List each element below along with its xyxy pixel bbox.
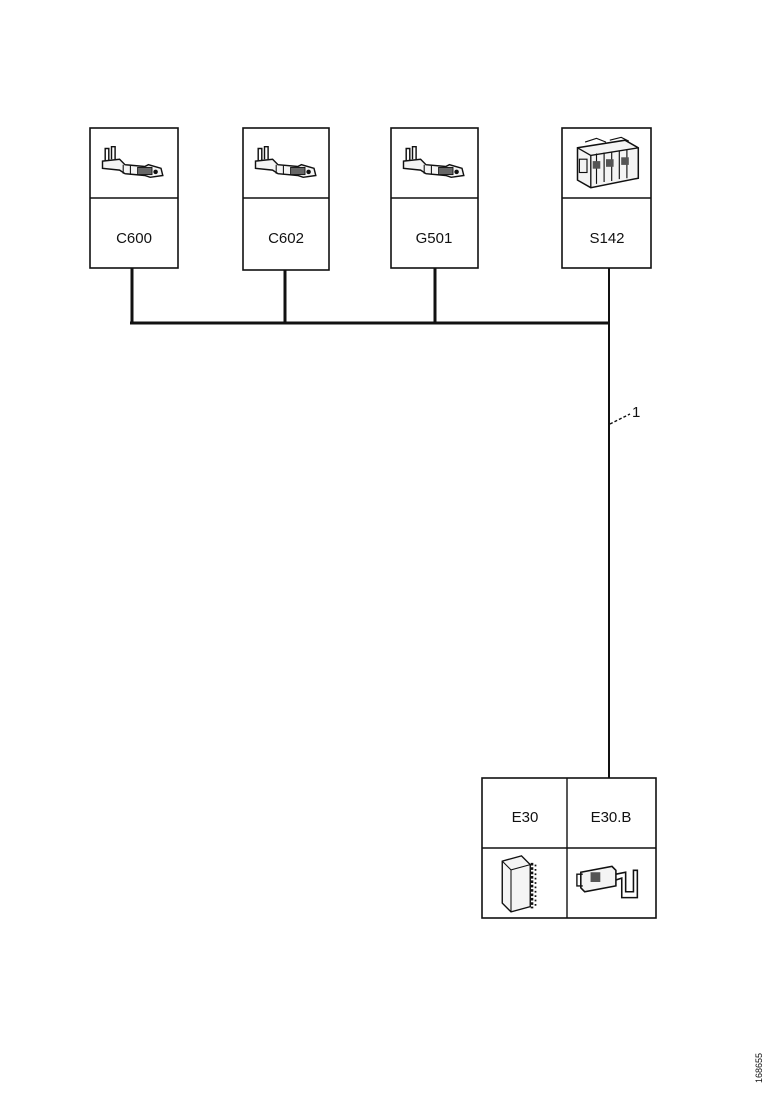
component-label: S142 — [589, 230, 624, 247]
callout-label: 1 — [632, 404, 640, 421]
component-label: C600 — [116, 230, 152, 247]
component-label: E30.B — [591, 809, 632, 826]
component-e30: E30 — [500, 809, 539, 914]
component-s142: S142 — [561, 127, 652, 269]
component-c600: C600 — [89, 127, 179, 269]
component-label: E30 — [512, 809, 539, 826]
component-c602: C602 — [242, 127, 330, 271]
component-label: G501 — [416, 230, 453, 247]
callout: 1 — [609, 404, 640, 425]
component-label: C602 — [268, 230, 304, 247]
control-module-icon — [500, 854, 537, 914]
component-group-bottom: E30 E30.B — [481, 777, 657, 919]
component-e30b: E30.B — [576, 809, 639, 899]
component-g501: G501 — [390, 127, 479, 269]
callout-leader — [609, 413, 631, 425]
wire-harness — [130, 268, 610, 778]
reference-code: 168655 — [754, 1053, 764, 1083]
